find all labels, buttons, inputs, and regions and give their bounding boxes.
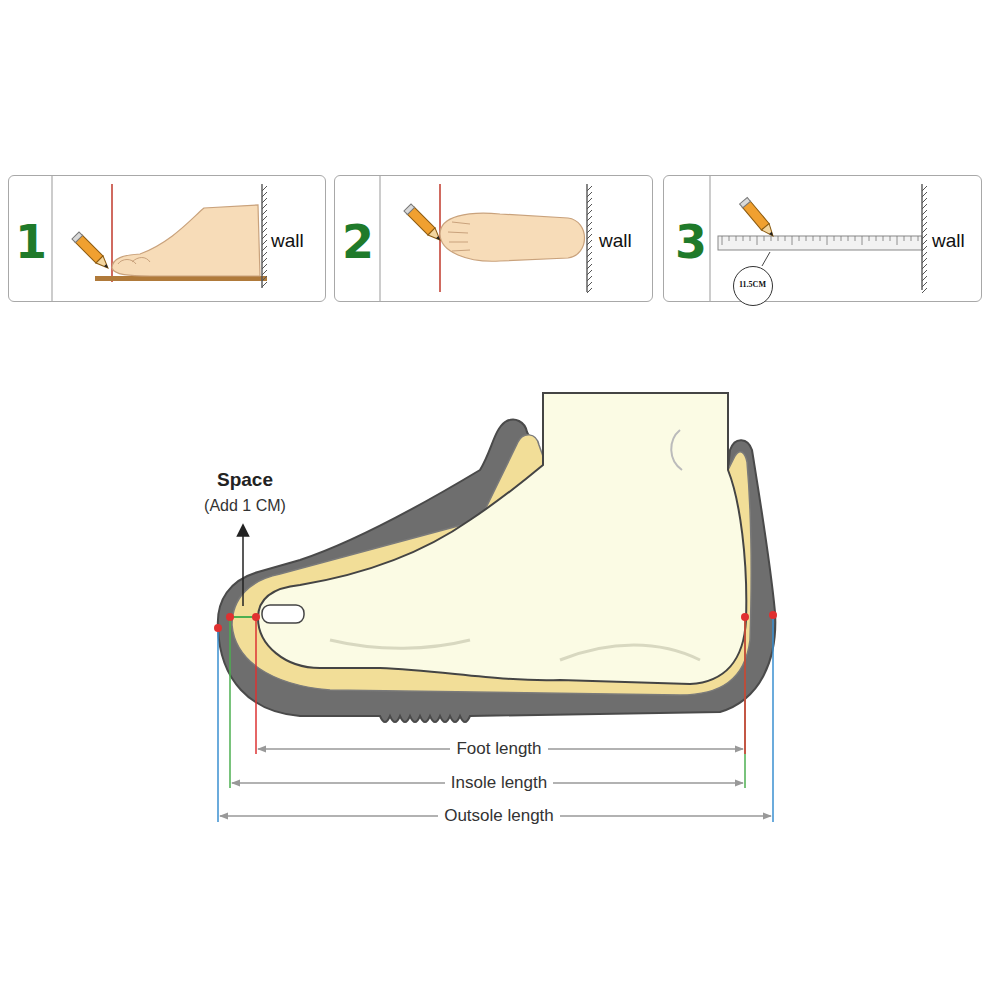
dimension-label: Foot length xyxy=(450,739,547,760)
step-number: 3 xyxy=(675,217,707,268)
measure-dot xyxy=(214,611,777,632)
pencil xyxy=(740,198,777,240)
ankle xyxy=(671,430,682,470)
wall-label: wall xyxy=(932,231,965,252)
dimension-label: Insole length xyxy=(445,773,553,794)
foot-top xyxy=(440,213,585,261)
foot-shading xyxy=(330,640,700,660)
foot-side xyxy=(112,205,260,276)
foot xyxy=(258,393,746,684)
toe-line xyxy=(448,222,470,251)
wall-label: wall xyxy=(599,231,632,252)
pencil xyxy=(404,204,444,244)
leader-line xyxy=(762,252,770,266)
floor xyxy=(95,276,267,281)
ruler xyxy=(718,236,922,250)
space-label: Space xyxy=(211,469,279,492)
step-number: 1 xyxy=(15,217,47,268)
dimension-label: Outsole length xyxy=(438,806,560,827)
step-panel: 3 wall 11.5CM xyxy=(663,175,982,302)
toenail xyxy=(262,605,304,623)
space-arrow xyxy=(242,530,244,606)
step-panel: 2 wall xyxy=(334,175,653,302)
measurement-value: 11.5CM xyxy=(739,281,766,290)
ruler-ticks xyxy=(722,236,918,245)
measure-circle: 11.5CM xyxy=(733,266,773,306)
wall-hatching xyxy=(262,184,927,293)
step-number: 2 xyxy=(342,217,374,268)
space-note: (Add 1 CM) xyxy=(198,496,292,516)
pencil xyxy=(72,232,112,272)
wall-label: wall xyxy=(271,231,304,252)
toe-line xyxy=(118,258,150,265)
panel-divider xyxy=(52,176,710,301)
step-panel: 1 wall xyxy=(8,175,326,302)
dimension-lines xyxy=(218,615,773,822)
